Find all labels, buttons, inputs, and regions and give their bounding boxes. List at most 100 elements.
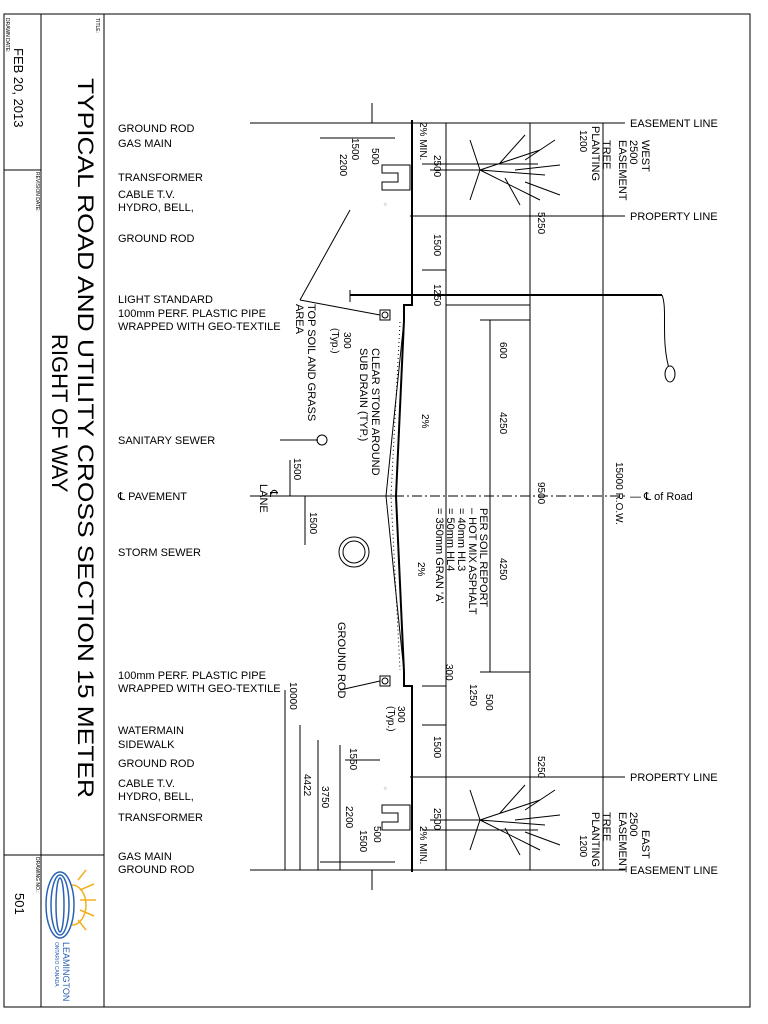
dim-1250-b: 1250 bbox=[467, 684, 478, 707]
note-soil-2: – HOT MIX ASPHALT bbox=[466, 508, 478, 615]
cable-marker-top: ⁘ bbox=[383, 202, 387, 208]
note-tree-bot-1: TREE bbox=[600, 812, 612, 841]
dim-2200-b: 2200 bbox=[343, 806, 354, 829]
dim-1500-c: 1500 bbox=[431, 736, 442, 759]
dim-500-c: 500 bbox=[371, 826, 382, 843]
label-hydro-bell-top: HYDRO, BELL, bbox=[118, 202, 194, 214]
dim-4250-b: 4250 bbox=[497, 558, 508, 581]
dim-600: 600 bbox=[497, 342, 508, 359]
note-typ-top: (Typ.) bbox=[329, 328, 340, 354]
dim-500-a: 500 bbox=[369, 148, 380, 165]
dim-2500-a: 2500 bbox=[431, 155, 442, 178]
note-topsoil-2: AREA bbox=[293, 304, 305, 335]
label-gas-main-top: GAS MAIN bbox=[118, 138, 172, 150]
label-perf-pipe-bot-2: WRAPPED WITH GEO-TEXTILE bbox=[118, 683, 281, 695]
label-perf-pipe-top-1: 100mm PERF. PLASTIC PIPE bbox=[118, 308, 266, 320]
note-tree-top-1: TREE bbox=[600, 140, 612, 169]
note-tree-top-2: PLANTING bbox=[589, 126, 601, 181]
label-hydro-bell-bot: HYDRO, BELL, bbox=[118, 791, 194, 803]
tree-bottom bbox=[430, 784, 561, 856]
label-pavement-cl: ℄ PAVEMENT bbox=[117, 491, 187, 503]
note-slope-1: 2% bbox=[419, 414, 430, 429]
note-east-easement-1: 2500 bbox=[627, 812, 639, 836]
label-storm-sewer: STORM SEWER bbox=[118, 547, 201, 559]
label-ground-rod-bot: GROUND ROD bbox=[118, 864, 194, 876]
label-transformer-bot: TRANSFORMER bbox=[118, 812, 203, 824]
dim-2500-b: 2500 bbox=[431, 808, 442, 831]
logo-name: LEAMINGTON bbox=[61, 942, 71, 1001]
drawn-date: FEB 20, 2013 bbox=[11, 48, 26, 128]
logo-sub: ONTARIO CANADA bbox=[53, 942, 59, 987]
note-slope-min-bot: 2% MIN. bbox=[417, 826, 428, 864]
label-cable-tv-top: CABLE T.V. bbox=[118, 189, 175, 201]
field-drawing-no: DRAWING NO.: bbox=[34, 857, 40, 893]
drawing-title-line2: RIGHT OF WAY bbox=[47, 334, 72, 493]
field-drawn-date: DRAWN DATE: bbox=[4, 18, 10, 52]
note-soil-1: PER SOIL REPORT bbox=[477, 508, 489, 607]
dim-5250-a: 5250 bbox=[535, 212, 546, 235]
note-soil-4: = 50mm HL4 bbox=[444, 508, 456, 571]
light-standard bbox=[349, 290, 676, 383]
label-easement-top: EASEMENT LINE bbox=[630, 118, 718, 130]
dim-5250-b: 5250 bbox=[535, 756, 546, 779]
note-clear-stone-1: CLEAR STONE AROUND bbox=[369, 348, 381, 476]
leader-lines bbox=[250, 103, 410, 890]
dim-2200-a: 2200 bbox=[337, 154, 348, 177]
label-transformer-top: TRANSFORMER bbox=[118, 172, 203, 184]
note-west-easement-2: EASEMENT bbox=[616, 140, 628, 201]
dim-300-a: 300 bbox=[341, 332, 352, 349]
label-sanitary-sewer: SANITARY SEWER bbox=[118, 435, 215, 447]
drawing-title-line1: TYPICAL ROAD AND UTILITY CROSS SECTION 1… bbox=[73, 78, 98, 798]
dim-1500-d: 1500 bbox=[357, 830, 368, 853]
dim-1250-a: 1250 bbox=[431, 284, 442, 307]
dim-1500-b: 1500 bbox=[431, 234, 442, 257]
label-cable-tv-bot: CABLE T.V. bbox=[118, 778, 175, 790]
dim-300-b: 300 bbox=[443, 664, 454, 681]
dim-1500-a: 1500 bbox=[349, 138, 360, 161]
note-ground-rod-v: GROUND ROD bbox=[335, 622, 347, 698]
note-west-easement-1: 2500 bbox=[627, 140, 639, 164]
dim-1500-storm: 1500 bbox=[307, 512, 318, 535]
label-cl-road: — ℄ of Road bbox=[630, 491, 693, 503]
note-tree-bot-2: PLANTING bbox=[589, 812, 601, 867]
dim-300-c: 300 bbox=[395, 706, 406, 723]
note-slope-min-top: 2% MIN. bbox=[417, 122, 428, 160]
field-revision-date: REVISION DATE: bbox=[34, 172, 40, 212]
note-soil-3: = 40mm HL3 bbox=[455, 508, 467, 571]
note-tree-top-dim: 1200 bbox=[577, 130, 588, 153]
dim-500-b: 500 bbox=[483, 694, 494, 711]
dim-3750: 3750 bbox=[319, 786, 330, 809]
note-topsoil-1: TOP SOIL AND GRASS bbox=[305, 304, 317, 421]
dim-ticks bbox=[422, 163, 538, 831]
label-light-standard: LIGHT STANDARD bbox=[118, 294, 213, 306]
label-sidewalk: SIDEWALK bbox=[118, 739, 175, 751]
label-easement-bot: EASEMENT LINE bbox=[630, 865, 718, 877]
dim-4250-a: 4250 bbox=[497, 412, 508, 435]
sanitary-sewer-pipe bbox=[316, 434, 328, 446]
cable-marker-bottom: ⁘ bbox=[383, 786, 387, 792]
dim-1550: 1550 bbox=[347, 748, 358, 771]
label-property-top: PROPERTY LINE bbox=[630, 211, 718, 223]
note-west: WEST bbox=[639, 140, 651, 172]
field-title: TITLE: bbox=[94, 18, 100, 33]
note-slope-2: 2% bbox=[415, 562, 426, 577]
note-soil-5: = 350mm GRAN 'A' bbox=[433, 508, 445, 604]
note-lane-1: ℄ bbox=[267, 489, 279, 497]
label-ground-rod-2: GROUND ROD bbox=[118, 233, 194, 245]
dim-4422: 4422 bbox=[301, 774, 312, 797]
label-gas-main-bot: GAS MAIN bbox=[118, 851, 172, 863]
note-east-easement-2: EASEMENT bbox=[616, 812, 628, 873]
dim-9500: 9500 bbox=[535, 482, 546, 505]
note-tree-bot-dim: 1200 bbox=[577, 835, 588, 858]
sheet-border bbox=[3, 13, 751, 1008]
label-perf-pipe-top-2: WRAPPED WITH GEO-TEXTILE bbox=[118, 321, 281, 333]
label-watermain: WATERMAIN bbox=[118, 725, 184, 737]
note-typ-bot: (Typ.) bbox=[385, 706, 396, 732]
leamington-logo bbox=[45, 869, 96, 939]
dim-1500-lane: 1500 bbox=[291, 458, 302, 481]
label-perf-pipe-bot-1: 100mm PERF. PLASTIC PIPE bbox=[118, 670, 266, 682]
drawing-number: 501 bbox=[12, 893, 27, 915]
transformer-bottom bbox=[381, 804, 411, 831]
note-lane-2: LANE bbox=[257, 484, 269, 513]
